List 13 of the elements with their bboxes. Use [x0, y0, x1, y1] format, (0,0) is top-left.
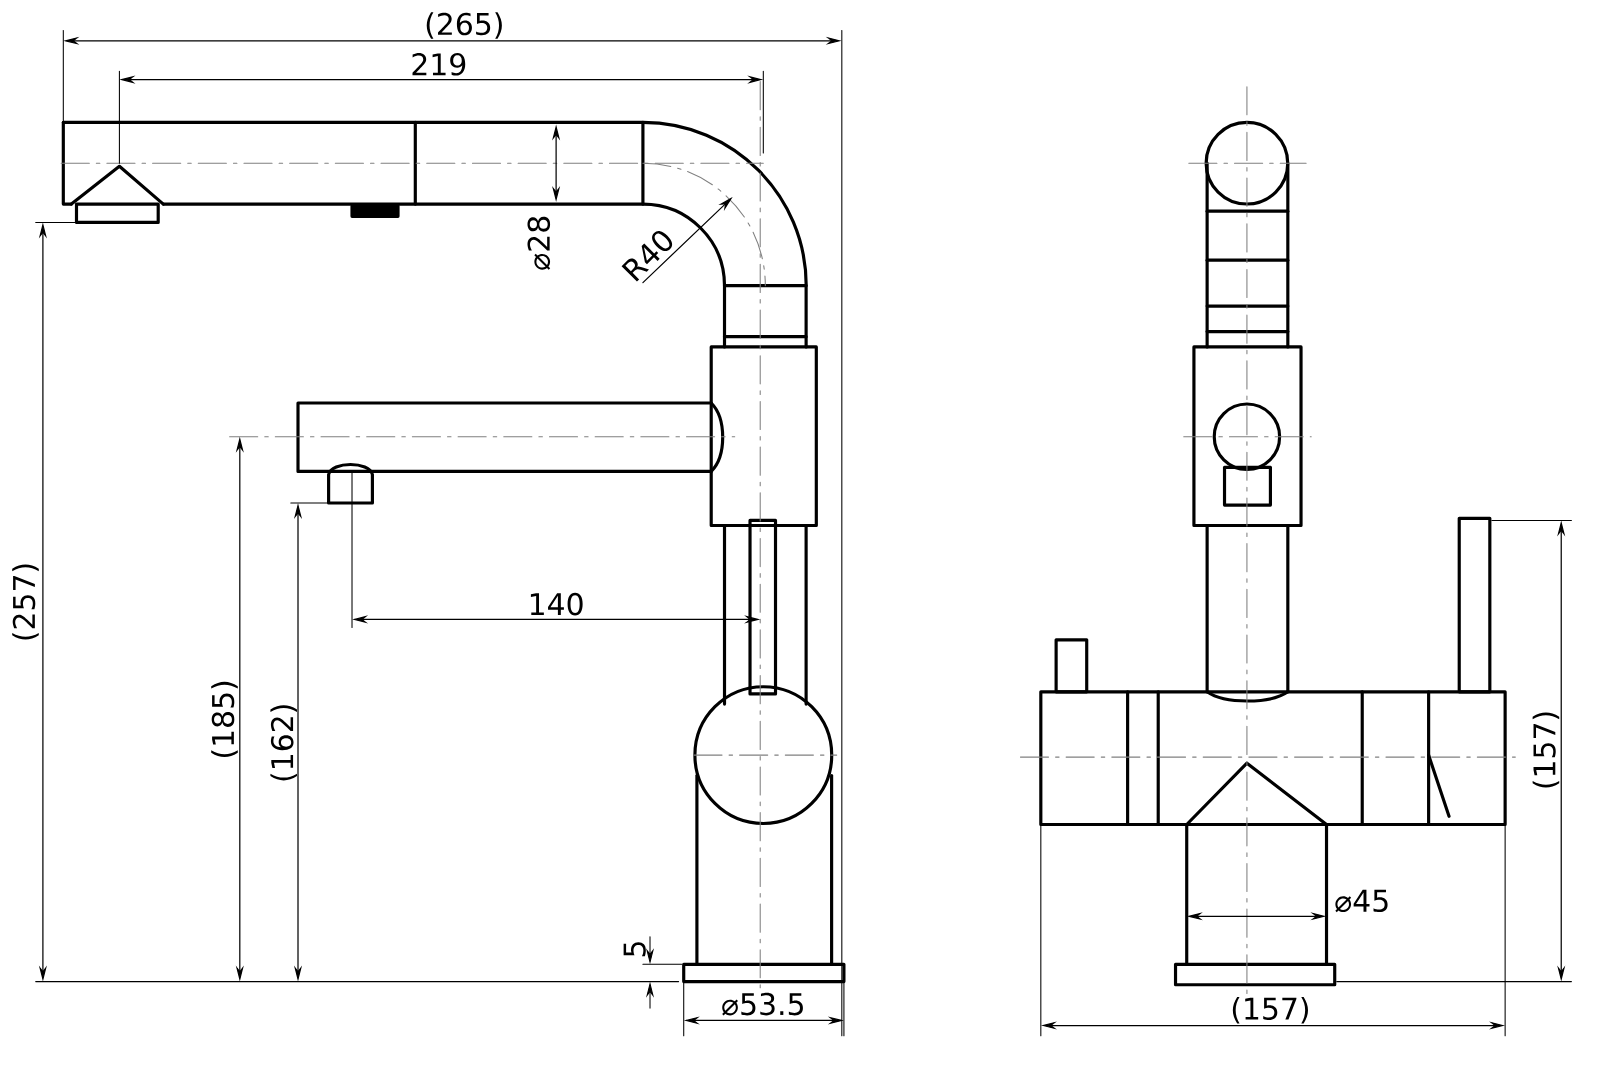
- dimension-label: (257): [12, 564, 39, 640]
- dimension-label: ⌀53.5: [722, 992, 803, 1016]
- dimension-label: 140: [530, 592, 583, 616]
- dimension-label: (185): [211, 681, 238, 757]
- dimension-label: 219: [412, 52, 466, 76]
- dimension-label: ⌀45: [1335, 889, 1388, 913]
- dimension-label: 5: [623, 942, 646, 957]
- dimension-label: R40: [621, 230, 673, 282]
- dimension-label: (157): [1532, 712, 1560, 788]
- dimension-label: (157): [1232, 996, 1308, 1024]
- dimension-label: (265): [426, 12, 502, 39]
- dimension-label: (162): [270, 705, 297, 781]
- dimension-label: ⌀28: [527, 216, 551, 270]
